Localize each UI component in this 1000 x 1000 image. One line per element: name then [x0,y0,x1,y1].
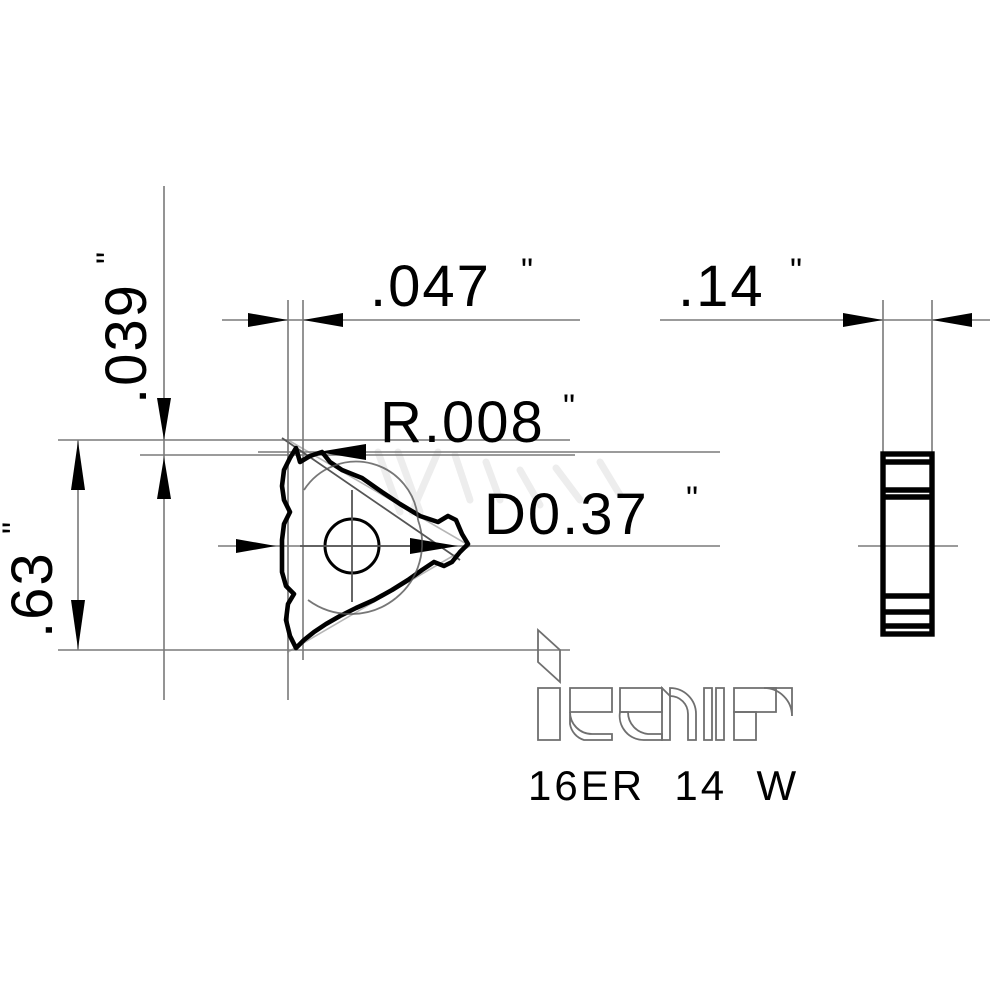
arrow-down-039 [157,398,171,440]
dim-unit-r008: " [563,388,575,426]
dim-unit-063: " [0,522,34,534]
dim-label-d037: D0.37 [484,482,649,547]
arrow-right-047 [248,313,288,327]
arrow-up-039 [157,457,171,499]
dim-label-r008: R.008 [380,390,545,455]
arrow-leader-r008 [318,444,366,460]
arrow-leader-d037 [410,538,458,554]
side-view-insert-thickness [880,451,935,637]
arrow-down-063 [71,600,85,649]
dimension-labels: .039 " .63 " .047 " .14 " R.008 " D0.37 … [0,252,802,638]
dim-label-039: .039 [94,283,159,404]
arrow-right-d037-left [236,539,276,553]
dim-unit-014: " [790,252,802,290]
dim-unit-039: " [90,252,128,264]
dim-unit-d037: " [686,480,698,518]
dim-label-063: .63 [0,551,65,638]
dim-label-014: .14 [678,254,765,319]
front-view-triangular-insert [279,438,472,654]
dim-unit-047: " [521,252,533,290]
arrow-left-047 [303,313,343,327]
dimension-lines [71,313,990,650]
arrow-right-014 [843,313,883,327]
arrow-left-014 [932,313,972,327]
arrow-up-063 [71,441,85,490]
part-number-label: 16ER 14 W [528,762,799,809]
iscar-logo [537,627,793,741]
dim-label-047: .047 [370,254,491,319]
